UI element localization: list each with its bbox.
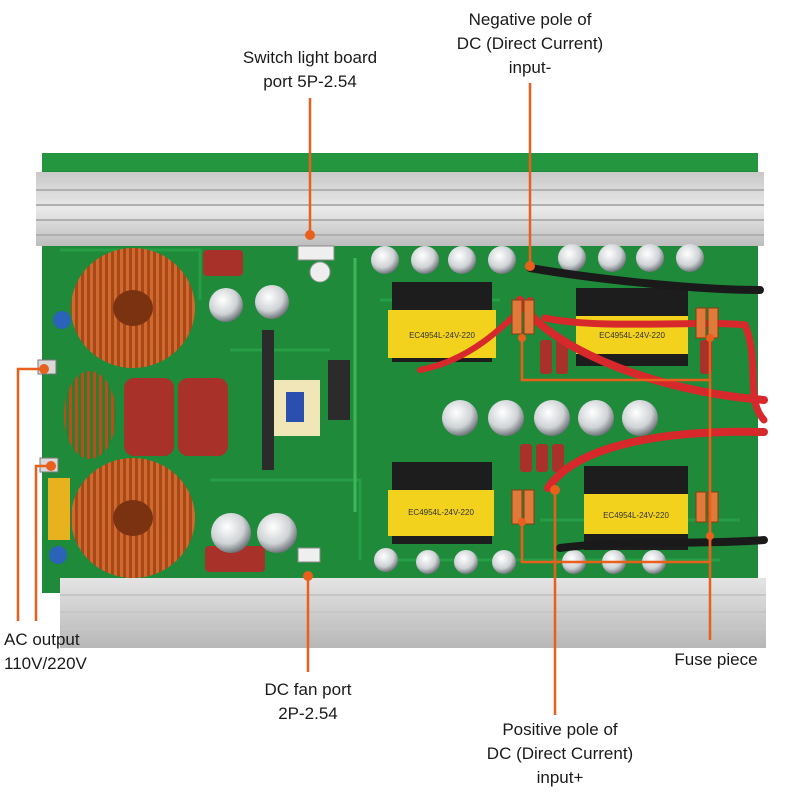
transformer-bottom-right: EC4954L-24V-220 (584, 466, 688, 550)
electrolytic-capacitor (209, 288, 243, 322)
electrolytic-capacitor (211, 513, 251, 553)
transformer-marking: EC4954L-24V-220 (408, 508, 474, 517)
label-dc-fan-port: DC fan port 2P-2.54 (264, 680, 352, 723)
callout-ac-output (16, 367, 44, 621)
capacitor-row-top (371, 244, 704, 274)
label-negative-pole-dc: Negative pole of DC (Direct Current) inp… (456, 10, 604, 77)
transformer-marking: EC4954L-24V-220 (603, 511, 669, 520)
film-capacitor (178, 378, 228, 456)
switch-light-board-port (297, 245, 335, 261)
capacitor-row-middle (442, 400, 658, 436)
callout-fuse-bracket-top (520, 338, 712, 382)
callout-lines (16, 83, 712, 715)
label-fuse-piece: Fuse piece (674, 650, 758, 669)
dc-fan-port (297, 547, 321, 563)
transformer-top-left: EC4954L-24V-220 (388, 282, 496, 362)
common-mode-choke (64, 371, 116, 459)
electrolytic-capacitor (257, 513, 297, 553)
transformer-marking: EC4954L-24V-220 (599, 331, 665, 340)
transformer-marking: EC4954L-24V-220 (409, 331, 475, 340)
label-ac-output: AC output 110V/220V (4, 630, 87, 673)
label-positive-pole-dc: Positive pole of DC (Direct Current) inp… (486, 720, 634, 787)
electrolytic-capacitor (255, 285, 289, 319)
transformer-bottom-left: EC4954L-24V-220 (388, 462, 494, 544)
film-capacitor (124, 378, 174, 456)
top-heatsink (36, 172, 764, 246)
label-switch-light-board-port: Switch light board port 5P-2.54 (242, 48, 378, 91)
fuse-piece (511, 299, 719, 525)
